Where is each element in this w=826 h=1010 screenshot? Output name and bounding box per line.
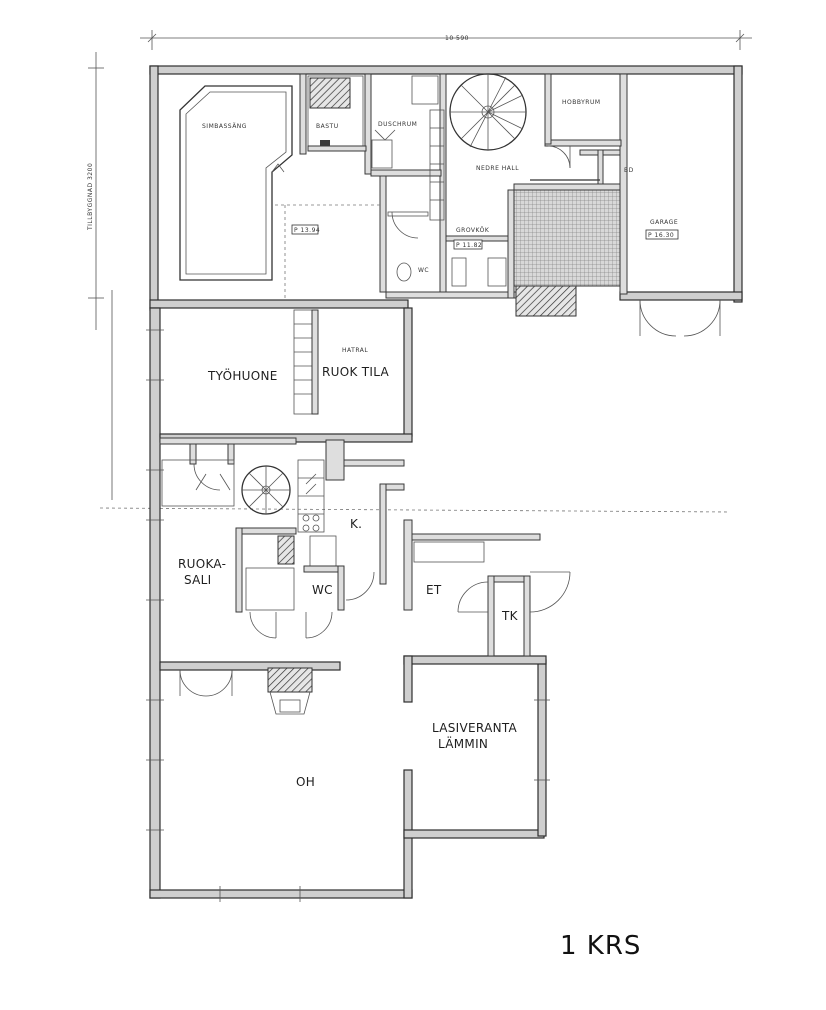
kitchen: K. [297,439,405,585]
pool: SIMBASSÄNG P 13.94 [179,85,380,300]
left-height-dimension: TILLBYGGNAD 3200 [87,163,94,231]
room-grovkok: GROVKÖK [456,227,490,234]
room-garage: GARAGE [650,219,678,226]
room-lasiveranta-line1: LASIVERANTA [432,721,518,735]
total-width-dimension: 10 590 [445,35,469,42]
stair-connector [293,309,319,415]
room-oh: OH [296,775,315,789]
room-ruoktila: RUOK TILA [322,365,389,379]
room-keittio: K. [350,517,362,531]
room-wc-lower: WC [418,267,429,274]
lower-hall: NEDRE HALL [429,109,571,221]
room-et: ET [426,583,442,597]
pool-area-tag: P 13.94 [294,227,320,234]
room-tyohuone: TYÖHUONE [207,367,278,383]
room-dusch: DUSCHRUM [378,121,417,128]
main-stair-upper [513,179,621,317]
grovkok-area-tag: P 11.82 [456,242,482,249]
room-bd: BD [624,167,634,174]
wc-main: WC [303,565,375,611]
closet-area [159,437,297,515]
garage: GARAGE P 16.30 [639,219,721,337]
glass-veranda: LASIVERANTA LÄMMIN [432,721,518,751]
fireplace [267,667,313,715]
utility-room: GROVKÖK P 11.82 WC [387,211,507,287]
living-room: OH [179,669,315,789]
room-hobbyrum: HOBBYRUM [562,99,601,106]
room-bastu: BASTU [316,123,339,130]
room-wc: WC [312,583,333,597]
room-lasiveranta-line2: LÄMMIN [438,736,488,751]
garage-area-tag: P 16.30 [648,232,674,239]
dimension-lines: 10 590 TILLBYGGNAD 3200 [87,30,752,513]
work-room: TYÖHUONE HATRAL RUOK TILA [207,347,389,383]
upper-block-walls [149,65,743,311]
dining-room: RUOKA- SALI [178,527,333,639]
main-floor-walls [149,307,547,899]
room-simbassang: SIMBASSÄNG [202,123,247,130]
room-ruoktila-top: HATRAL [342,347,368,354]
room-tk: TK [501,609,519,623]
room-ruokasali-line2: SALI [184,573,211,587]
entry: ET TK [413,541,571,623]
spiral-stair-upper [449,73,527,151]
shower-room: DUSCHRUM [371,75,439,169]
room-ruokasali-line1: RUOKA- [178,557,226,571]
room-nedre-hall: NEDRE HALL [476,165,519,172]
sauna: BASTU [307,75,367,152]
window-marks [146,329,550,902]
floor-label: 1 KRS [560,931,641,961]
hobby-room: HOBBYRUM BD [562,99,634,174]
